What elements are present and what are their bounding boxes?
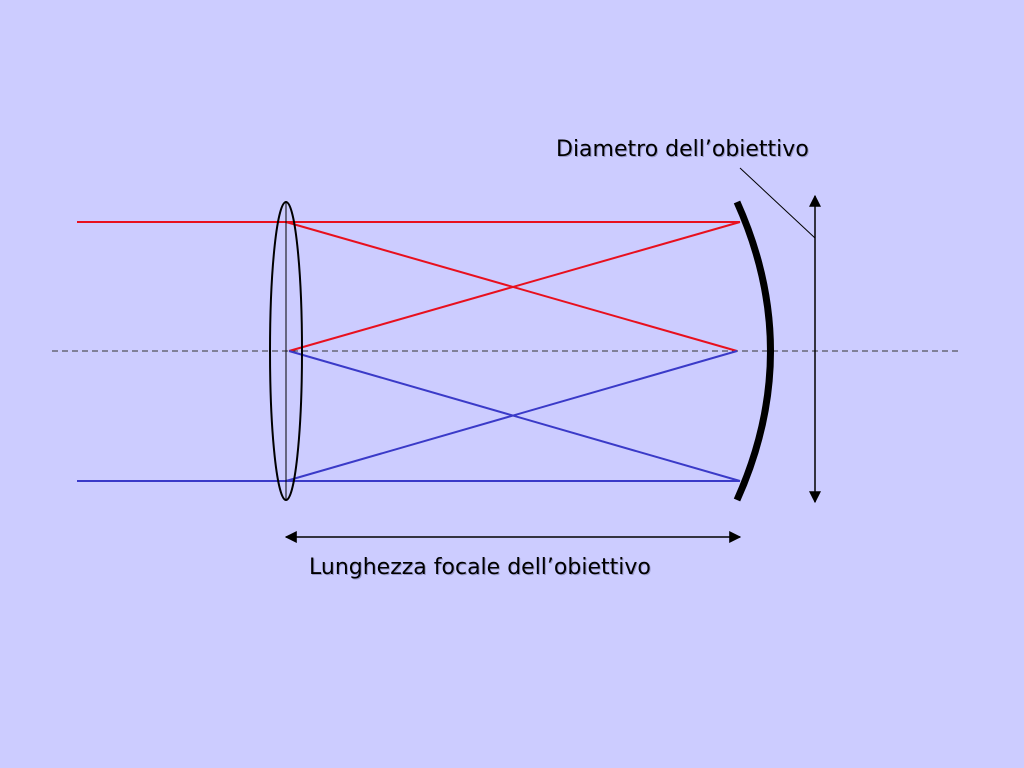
focal-length-label: Lunghezza focale dell’obiettivo	[309, 555, 651, 580]
red-rays	[77, 221, 741, 352]
red-ray-reflected-up	[288, 221, 741, 352]
diameter-leader-line	[739, 167, 816, 239]
lens-outline	[269, 201, 303, 501]
concave-mirror	[733, 200, 774, 502]
lens	[269, 201, 303, 501]
blue-ray-reflected-up	[285, 350, 738, 482]
blue-rays	[77, 350, 741, 482]
diameter-label: Diametro dell’obiettivo	[556, 137, 809, 162]
